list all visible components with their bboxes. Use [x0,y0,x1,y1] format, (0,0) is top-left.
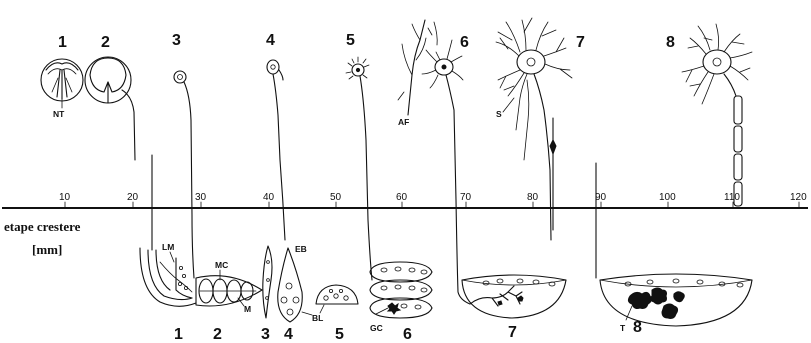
top-stage-7: 7 [576,34,585,51]
bottom-stage7-drawing [462,275,566,318]
top-stage-4: 4 [266,32,275,49]
bottom-stage-numbers: 1 2 3 4 5 6 7 8 [174,319,642,343]
label-t: T [620,323,626,333]
tick-60: 60 [396,192,408,203]
stage2-neural-tube-drawing [85,57,135,160]
bottom-stage2-drawing: MC M [196,260,262,314]
label-gc: GC [370,323,383,333]
top-stage-6: 6 [460,34,469,51]
label-eb: EB [295,244,307,254]
stage1-neural-tube-drawing: NT [41,59,83,119]
tick-10: 10 [59,192,71,203]
top-stage-3: 3 [172,32,181,49]
tick-90: 90 [595,192,607,203]
axis-unit: [mm] [32,242,62,257]
bottom-stage8-drawing: T [600,274,752,333]
bottom-stage4-drawing: EB [278,244,307,322]
bottom-stage5-drawing: BL [302,285,358,323]
tick-70: 70 [460,192,472,203]
label-nt: NT [53,109,65,119]
bottom-stage-3: 3 [261,326,270,343]
tick-50: 50 [330,192,342,203]
axis-tick-labels: 10 20 30 40 50 60 70 80 90 100 110 120 [59,192,807,203]
label-m: M [244,304,251,314]
tick-110: 110 [724,192,740,203]
top-stage-8: 8 [666,34,675,51]
stage8-neuron-drawing [682,24,752,206]
label-s: S [496,109,502,119]
tick-40: 40 [263,192,275,203]
bottom-stage-6: 6 [403,326,412,343]
top-stage-5: 5 [346,32,355,49]
stage7-neuron-drawing: S [496,18,572,240]
stage6-neuron-drawing: AF [398,20,470,304]
tick-30: 30 [195,192,207,203]
top-stage-2: 2 [101,34,110,51]
axis-title: etape crestere [4,219,81,234]
tick-120: 120 [790,192,807,203]
bottom-stage-4: 4 [284,326,293,343]
bottom-stage1-drawing: LM [140,242,196,306]
stage5-cell-drawing [346,57,372,280]
tick-100: 100 [659,192,676,203]
bottom-stage6-drawing: GC [370,262,432,333]
stage4-cell-drawing [267,60,285,240]
bottom-stage-5: 5 [335,326,344,343]
label-af: AF [398,117,409,127]
top-stage-1: 1 [58,34,67,51]
top-stage-numbers: 1 2 3 4 5 6 7 8 [58,32,675,51]
bottom-stage-1: 1 [174,326,183,343]
bottom-stage3-drawing [263,246,272,318]
label-mc: MC [215,260,228,270]
stage3-cell-drawing [174,71,194,278]
label-bl: BL [312,313,323,323]
bottom-stage-8: 8 [633,319,642,336]
tick-20: 20 [127,192,139,203]
bottom-stage-7: 7 [508,324,517,341]
tick-80: 80 [527,192,539,203]
bottom-stage-2: 2 [213,326,222,343]
label-lm: LM [162,242,174,252]
growth-axis: 10 20 30 40 50 60 70 80 90 100 110 120 e… [2,192,808,257]
